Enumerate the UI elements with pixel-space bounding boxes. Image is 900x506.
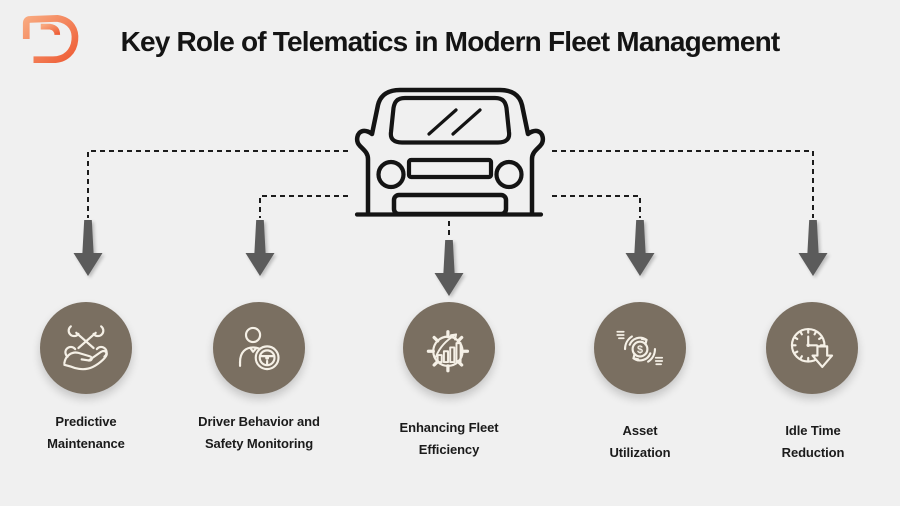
connector-predictive-maintenance <box>87 150 348 218</box>
circle-predictive-maintenance <box>40 302 132 394</box>
svg-text:$: $ <box>637 344 643 356</box>
page-title: Key Role of Telematics in Modern Fleet M… <box>120 26 781 57</box>
item-label-fleet-efficiency: Enhancing Fleet Efficiency <box>399 420 499 457</box>
item-label-predictive-maintenance: Predictive Maintenance <box>47 414 125 451</box>
connector-idle-time <box>552 195 641 218</box>
item-label-driver-behavior: Driver Behavior and Safety Monitoring <box>198 414 320 451</box>
clock-down-arrow-icon <box>790 327 834 369</box>
connector-driver-behavior <box>259 195 348 218</box>
down-arrow-icon <box>245 220 275 276</box>
item-label-idle-time: Idle Time Reduction <box>781 423 845 460</box>
circle-fleet-efficiency <box>403 302 495 394</box>
hand-wrench-icon <box>63 325 108 371</box>
down-arrow-icon <box>73 220 103 276</box>
circle-driver-behavior <box>213 302 305 394</box>
circle-idle-time <box>766 302 858 394</box>
td-monogram-logo <box>22 14 79 64</box>
car-front-icon <box>354 87 546 217</box>
down-arrow-icon <box>625 220 655 276</box>
connector-asset-utilization <box>552 150 814 218</box>
dollar-cycle-icon: $ <box>616 330 664 366</box>
gear-growth-chart-icon <box>426 330 470 373</box>
driver-steering-wheel-icon <box>238 326 280 371</box>
item-label-asset-utilization: Asset Utilization <box>609 423 671 460</box>
circle-asset-utilization: $ <box>594 302 686 394</box>
down-arrow-icon <box>798 220 828 276</box>
down-arrow-icon <box>434 240 464 296</box>
